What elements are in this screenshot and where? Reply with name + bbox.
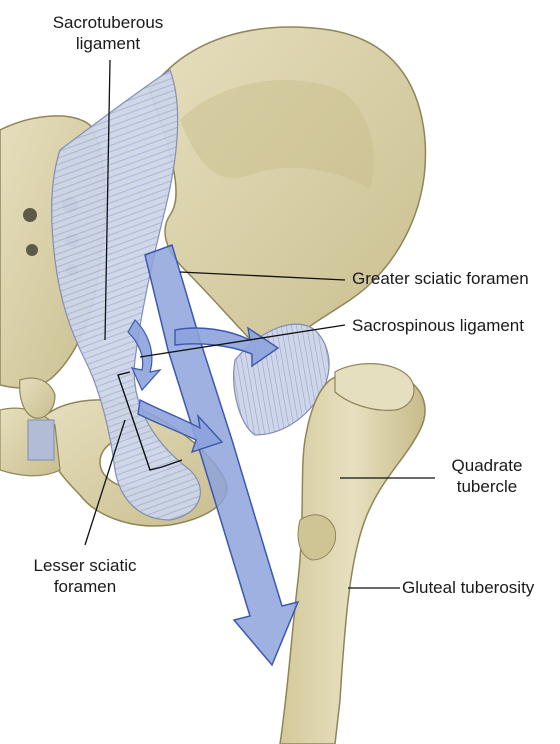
leader-greater-sciatic — [179, 271, 346, 281]
sacral-foramen — [26, 244, 38, 256]
lesser-arrow — [137, 398, 224, 454]
label-gluteal-tuberosity: Gluteal tuberosity — [402, 578, 535, 597]
ilium-shadow — [180, 80, 374, 190]
leader-sacrospinous — [139, 324, 346, 358]
lesser-foramen-bracket — [117, 371, 163, 471]
lesser-foramen-bracket-tip — [161, 459, 183, 468]
gluteal-ridge — [297, 514, 337, 561]
femur-bone — [279, 370, 426, 744]
coccyx-bone — [19, 377, 56, 419]
curved-arrow — [127, 319, 162, 392]
label-quadrate-tubercle: Quadrate tubercle — [432, 455, 542, 497]
upper-arrow — [174, 326, 280, 368]
label-line: foramen — [53, 577, 117, 596]
leader-sacrotuberous — [104, 59, 111, 341]
ilium-bone — [149, 26, 427, 361]
label-line: Sacrotuberous — [52, 13, 164, 32]
label-lesser-sciatic-foramen: Lesser sciatic foramen — [15, 555, 155, 597]
sacral-foramen — [23, 208, 37, 222]
label-greater-sciatic-foramen: Greater sciatic foramen — [352, 269, 529, 288]
leader-lesser-sciatic — [84, 419, 126, 546]
coccyx-disc — [27, 419, 55, 461]
label-line: tubercle — [456, 477, 518, 496]
label-line: Quadrate — [451, 456, 523, 475]
label-line: Lesser sciatic — [33, 556, 137, 575]
sacrotuberous-ligament — [51, 69, 201, 521]
label-sacrospinous-ligament: Sacrospinous ligament — [352, 316, 524, 335]
label-line: ligament — [75, 34, 141, 53]
greater-trochanter — [334, 363, 415, 411]
label-sacrotuberous-ligament: Sacrotuberous ligament — [38, 12, 178, 54]
